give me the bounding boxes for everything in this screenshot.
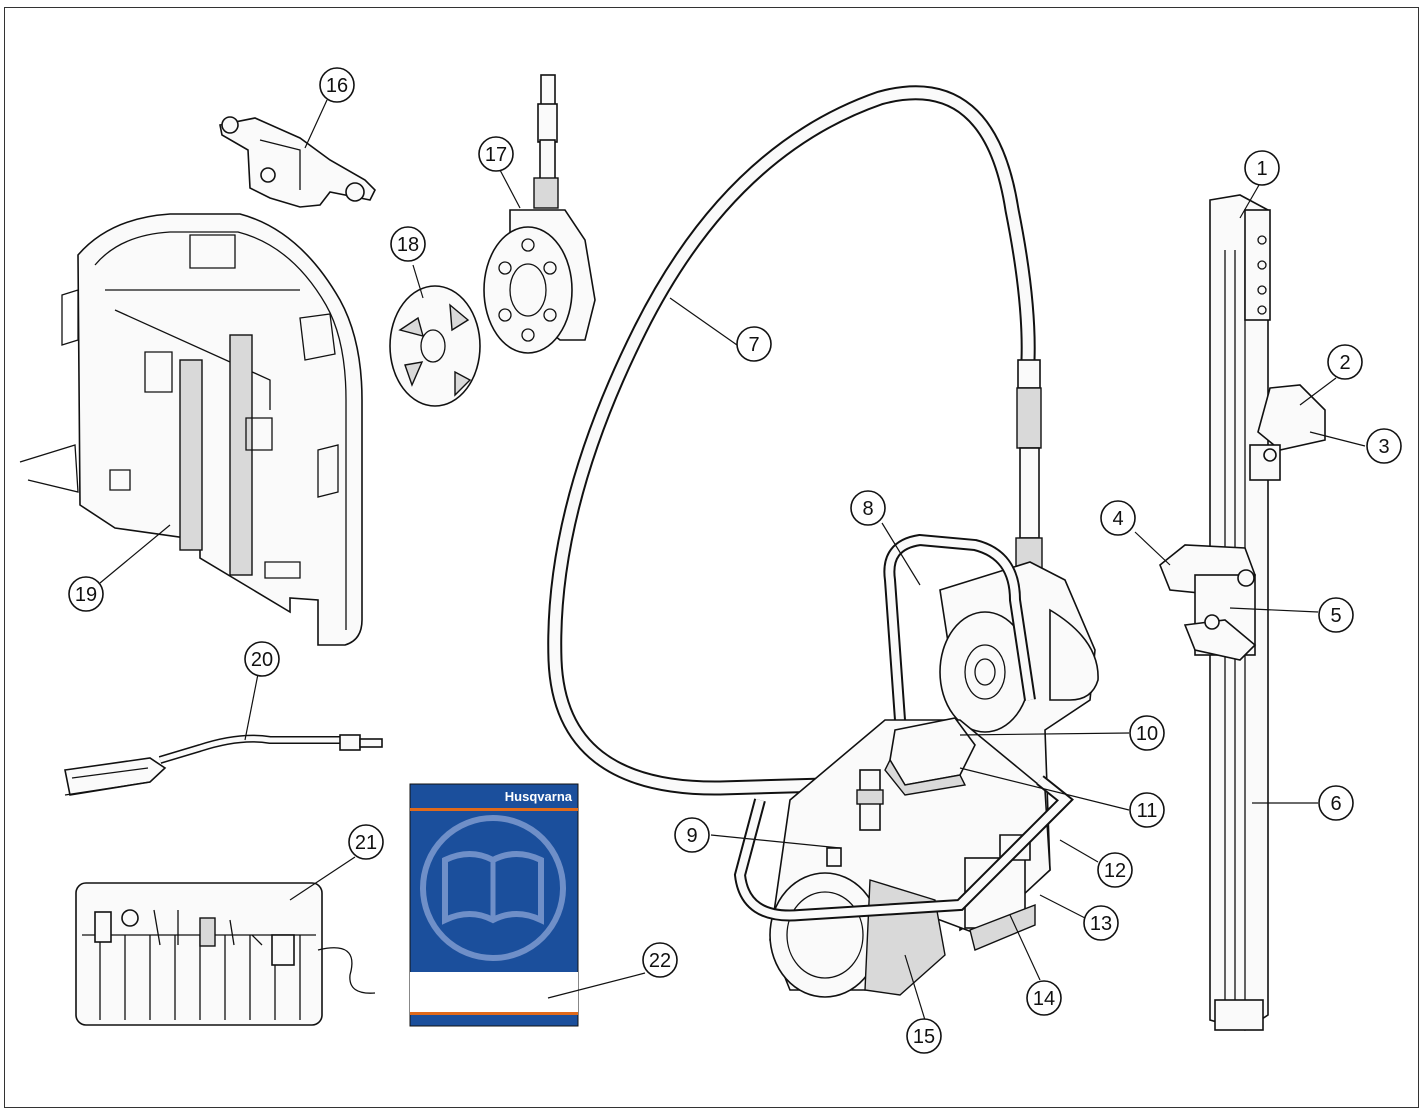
callout-circle xyxy=(1026,980,1062,1016)
blade-flange-assembly xyxy=(483,74,596,354)
callout-2: 2 xyxy=(1327,344,1363,380)
callout-circle xyxy=(1366,428,1402,464)
callout-15: 15 xyxy=(906,1018,942,1054)
callout-circle xyxy=(1327,344,1363,380)
callout-22: 22 xyxy=(642,942,678,978)
callout-18: 18 xyxy=(390,226,426,262)
callout-number: 12 xyxy=(1104,860,1126,882)
blade-mount-bracket xyxy=(219,116,376,208)
callout-number: 10 xyxy=(1136,723,1158,745)
callout-circle xyxy=(348,824,384,860)
callout-4: 4 xyxy=(1100,500,1136,536)
callout-number: 22 xyxy=(649,950,671,972)
callout-circle xyxy=(1129,715,1165,751)
tool-roll xyxy=(75,882,376,1026)
blade-guard xyxy=(19,213,363,646)
callout-number: 18 xyxy=(397,234,419,256)
callout-14: 14 xyxy=(1026,980,1062,1016)
callout-7: 7 xyxy=(736,326,772,362)
callout-number: 6 xyxy=(1330,793,1341,815)
callout-number: 1 xyxy=(1256,158,1267,180)
callout-circle xyxy=(1318,597,1354,633)
callout-11: 11 xyxy=(1129,792,1165,828)
callout-number: 20 xyxy=(251,649,273,671)
callout-circle xyxy=(1244,150,1280,186)
callout-3: 3 xyxy=(1366,428,1402,464)
callout-20: 20 xyxy=(244,641,280,677)
callout-number: 14 xyxy=(1033,988,1055,1010)
callout-circle xyxy=(478,136,514,172)
callout-circle xyxy=(244,641,280,677)
callout-circle xyxy=(1083,905,1119,941)
callout-number: 19 xyxy=(75,584,97,606)
callout-13: 13 xyxy=(1083,905,1119,941)
callout-number: 4 xyxy=(1112,508,1123,530)
callout-6: 6 xyxy=(1318,785,1354,821)
callout-circle xyxy=(736,326,772,362)
flange-disc xyxy=(389,285,481,407)
callout-17: 17 xyxy=(478,136,514,172)
hose-couplings xyxy=(1015,359,1043,569)
callout-number: 8 xyxy=(862,498,873,520)
callout-8: 8 xyxy=(850,490,886,526)
callout-16: 16 xyxy=(319,67,355,103)
callout-number: 7 xyxy=(748,334,759,356)
callout-10: 10 xyxy=(1129,715,1165,751)
callout-number: 16 xyxy=(326,75,348,97)
callout-circle xyxy=(319,67,355,103)
callout-12: 12 xyxy=(1097,852,1133,888)
operator-manual: Husqvarna xyxy=(409,783,579,1027)
callout-number: 9 xyxy=(686,825,697,847)
callout-circle xyxy=(1100,500,1136,536)
callout-number: 15 xyxy=(913,1026,935,1048)
callout-9: 9 xyxy=(674,817,710,853)
callout-circle xyxy=(642,942,678,978)
callout-circle xyxy=(850,490,886,526)
cleaning-brush xyxy=(64,734,383,796)
callout-circle xyxy=(906,1018,942,1054)
callout-number: 13 xyxy=(1090,913,1112,935)
saw-motor-unit xyxy=(733,533,1099,998)
callout-circle xyxy=(68,576,104,612)
callout-number: 2 xyxy=(1339,352,1350,374)
callout-number: 21 xyxy=(355,832,377,854)
callout-number: 17 xyxy=(485,144,507,166)
callout-circle xyxy=(674,817,710,853)
manual-brand-text: Husqvarna xyxy=(505,789,573,804)
leader-lines xyxy=(99,99,1366,1021)
callout-19: 19 xyxy=(68,576,104,612)
diagram-frame xyxy=(4,7,1419,1108)
callout-number: 3 xyxy=(1378,436,1389,458)
callout-circle xyxy=(1097,852,1133,888)
callout-5: 5 xyxy=(1318,597,1354,633)
callout-circle xyxy=(1318,785,1354,821)
callout-number: 11 xyxy=(1137,800,1158,822)
callout-21: 21 xyxy=(348,824,384,860)
drill-column xyxy=(1159,194,1326,1031)
callout-circle xyxy=(1129,792,1165,828)
callout-number: 5 xyxy=(1330,605,1341,627)
callout-circle xyxy=(390,226,426,262)
callout-1: 1 xyxy=(1244,150,1280,186)
